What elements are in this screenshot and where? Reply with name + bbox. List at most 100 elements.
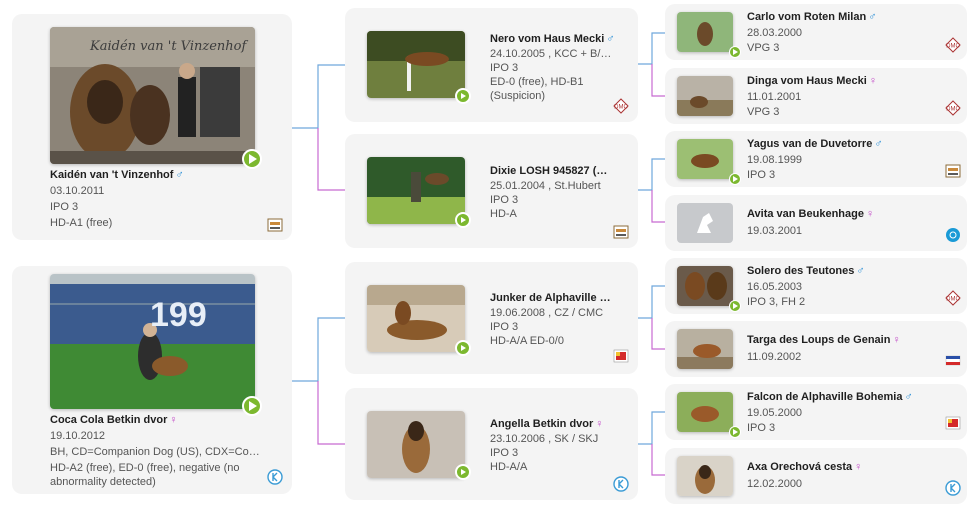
dog-photo[interactable]: Kaidén van 't Vinzenhof — [50, 27, 255, 164]
dog-name[interactable]: Yagus van de Duvetorre♂ — [747, 138, 883, 150]
dog-photo[interactable] — [677, 139, 733, 179]
dog-birthdate: 24.10.2005 , KCC + B/K… — [490, 48, 615, 60]
dog-birthdate: 28.03.2000 — [747, 27, 803, 39]
dog-health: HD-A/A — [490, 461, 528, 473]
dog-photo[interactable] — [677, 203, 733, 243]
dog-health: HD-A — [490, 208, 517, 220]
k-logo-icon — [267, 469, 283, 485]
male-icon: ♂ — [606, 33, 615, 45]
dog-card-gen3[interactable]: Dinga vom Haus Mecki♀ 11.01.2001 VPG 3 D… — [665, 68, 967, 124]
dog-name[interactable]: Dixie LOSH 945827 (Me… — [490, 165, 615, 177]
k-logo-icon — [945, 480, 961, 496]
dog-health: HD-A2 (free), ED-0 (free), negative (no … — [50, 462, 240, 488]
play-video-icon[interactable] — [242, 396, 262, 416]
dog-card-gen2[interactable]: Angella Betkin dvor♀ 23.10.2006 , SK / S… — [345, 388, 638, 500]
dog-title: BH, CD=Companion Dog (US), CDX=Com… — [50, 446, 260, 458]
dog-title: VPG 3 — [747, 42, 780, 54]
dog-name[interactable]: Dinga vom Haus Mecki♀ — [747, 75, 878, 87]
dog-card-gen3[interactable]: Yagus van de Duvetorre♂ 19.08.1999 IPO 3 — [665, 131, 967, 187]
male-icon: ♂ — [856, 265, 865, 277]
dog-card-sire[interactable]: Kaidén van 't Vinzenhof Kaidén van 't Vi… — [12, 14, 292, 240]
play-video-icon[interactable] — [455, 212, 471, 228]
dog-name[interactable]: Angella Betkin dvor♀ — [490, 418, 604, 430]
dog-health: HD-A1 (free) — [50, 217, 113, 229]
play-video-icon[interactable] — [455, 88, 471, 104]
dog-title: IPO 3 — [747, 169, 776, 181]
dog-birthdate: 19.05.2000 — [747, 407, 803, 419]
dmc-logo-icon: DMC — [613, 98, 629, 114]
dog-photo[interactable] — [677, 392, 733, 432]
dog-birthdate: 12.02.2000 — [747, 478, 803, 490]
dog-photo[interactable] — [677, 329, 733, 369]
svg-text:DMC: DMC — [946, 107, 960, 113]
club-logo-icon — [267, 217, 283, 233]
dog-name[interactable]: Axa Orechová cesta♀ — [747, 461, 863, 473]
club-logo-icon — [613, 224, 629, 240]
play-video-icon[interactable] — [729, 173, 741, 185]
dog-name[interactable]: Carlo vom Roten Milan♂ — [747, 11, 877, 23]
dog-name[interactable]: Targa des Loups de Genain♀ — [747, 334, 901, 346]
dog-title: IPO 3 — [490, 447, 519, 459]
dog-name[interactable]: Avita van Beukenhage♀ — [747, 208, 875, 220]
dog-card-gen3[interactable]: Targa des Loups de Genain♀ 11.09.2002 — [665, 321, 967, 377]
dog-title: IPO 3 — [747, 422, 776, 434]
male-icon: ♂ — [904, 391, 913, 403]
dog-card-gen3[interactable]: Axa Orechová cesta♀ 12.02.2000 — [665, 448, 967, 504]
dog-photo[interactable] — [367, 31, 465, 98]
dog-birthdate: 23.10.2006 , SK / SKJ — [490, 433, 599, 445]
dog-photo[interactable] — [677, 456, 733, 496]
club-logo-icon — [945, 163, 961, 179]
svg-text:DMC: DMC — [946, 44, 960, 50]
dog-name[interactable]: Kaidén van 't Vinzenhof♂ — [50, 169, 184, 181]
dog-card-gen3[interactable]: Avita van Beukenhage♀ 19.03.2001 — [665, 195, 967, 251]
play-video-icon[interactable] — [729, 46, 741, 58]
dmc-logo-icon: DMC — [945, 37, 961, 53]
dog-name[interactable]: Falcon de Alphaville Bohemia♂ — [747, 391, 913, 403]
dog-photo[interactable] — [367, 157, 465, 224]
dmc-logo-icon: DMC — [945, 100, 961, 116]
female-icon: ♀ — [854, 461, 863, 473]
dog-name[interactable]: Junker de Alphaville Bo… — [490, 292, 615, 304]
male-icon: ♂ — [874, 138, 883, 150]
female-icon: ♀ — [595, 418, 604, 430]
dog-title: IPO 3 — [50, 201, 79, 213]
female-icon: ♀ — [169, 414, 178, 426]
dog-card-gen2[interactable]: Nero vom Haus Mecki♂ 24.10.2005 , KCC + … — [345, 8, 638, 122]
dog-birthdate: 03.10.2011 — [50, 185, 105, 197]
dog-photo[interactable] — [677, 76, 733, 116]
dog-photo[interactable] — [677, 266, 733, 306]
dog-card-gen3[interactable]: Falcon de Alphaville Bohemia♂ 19.05.2000… — [665, 384, 967, 440]
dog-name[interactable]: Solero des Teutones♂ — [747, 265, 865, 277]
dog-health: HD-A/A ED-0/0 — [490, 335, 564, 347]
flag-logo-icon — [613, 348, 629, 364]
female-icon: ♀ — [892, 334, 901, 346]
dmc-logo-icon: DMC — [945, 290, 961, 306]
dog-card-gen2[interactable]: Dixie LOSH 945827 (Me… 25.01.2004 , St.H… — [345, 134, 638, 248]
play-video-icon[interactable] — [455, 340, 471, 356]
dog-health: ED-0 (free), HD-B1 (Suspicion) — [490, 76, 584, 102]
dog-card-gen3[interactable]: Solero des Teutones♂ 16.05.2003 IPO 3, F… — [665, 258, 967, 314]
male-icon: ♂ — [175, 169, 184, 181]
female-icon: ♀ — [868, 75, 878, 87]
play-video-icon[interactable] — [729, 300, 741, 312]
dog-name[interactable]: Nero vom Haus Mecki♂ — [490, 33, 615, 45]
dog-birthdate: 11.09.2002 — [747, 351, 802, 363]
dog-title: IPO 3, FH 2 — [747, 296, 806, 308]
dog-card-gen3[interactable]: Carlo vom Roten Milan♂ 28.03.2000 VPG 3 … — [665, 4, 967, 60]
dog-card-dam[interactable]: 199 Coca Cola Betkin dvor♀ 19.10.2012 BH… — [12, 266, 292, 494]
play-video-icon[interactable] — [729, 426, 741, 438]
dog-card-gen2[interactable]: Junker de Alphaville Bo… 19.06.2008 , CZ… — [345, 262, 638, 374]
play-video-icon[interactable] — [455, 464, 471, 480]
play-video-icon[interactable] — [242, 149, 262, 169]
fci-logo-icon — [945, 227, 961, 243]
dog-name[interactable]: Coca Cola Betkin dvor♀ — [50, 414, 178, 426]
dog-title: IPO 3 — [490, 62, 519, 74]
dog-photo[interactable] — [677, 12, 733, 52]
male-icon: ♂ — [868, 11, 877, 23]
dog-birthdate: 19.10.2012 — [50, 430, 106, 442]
dog-title: IPO 3 — [490, 321, 519, 333]
photo-banner: Kaidén van 't Vinzenhof — [90, 39, 247, 54]
dog-photo[interactable] — [367, 411, 465, 478]
dog-photo[interactable]: 199 — [50, 274, 255, 409]
dog-photo[interactable] — [367, 285, 465, 352]
